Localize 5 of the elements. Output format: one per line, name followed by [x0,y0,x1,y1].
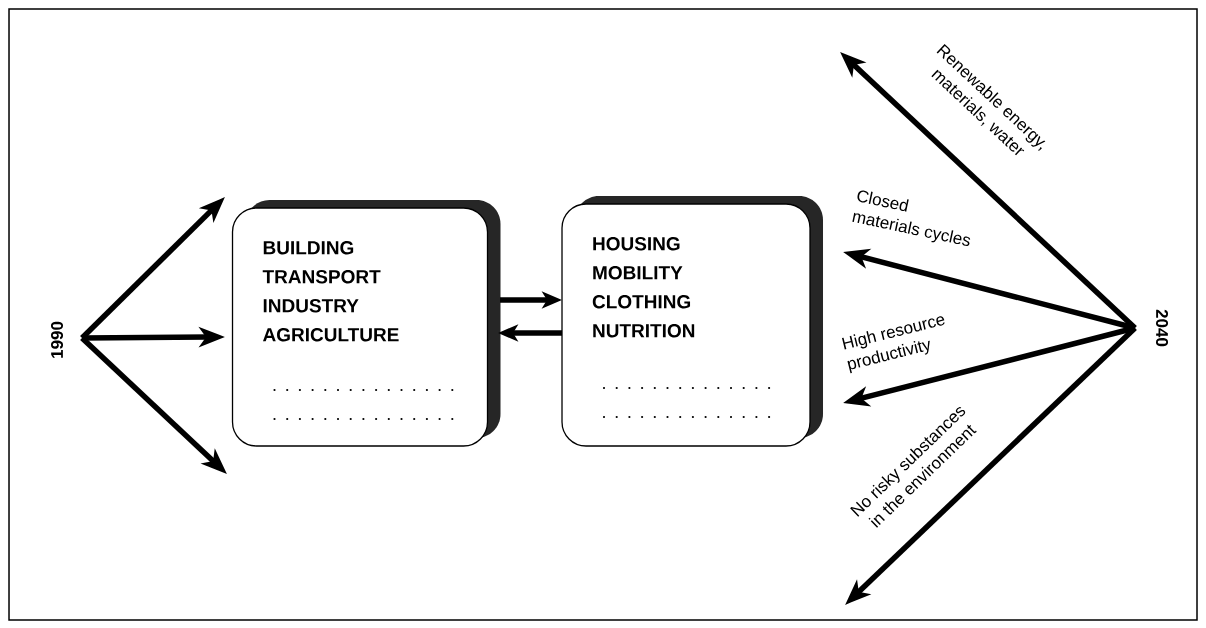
sector-box: HOUSING MOBILITY CLOTHING NUTRITION [561,196,823,447]
year-label: 2040 [1156,309,1169,347]
sector-box: BUILDING TRANSPORT INDUSTRY AGRICULTURE [231,200,501,447]
edge-label: Closed materials cycles [852,190,971,246]
year-label: 1990 [51,321,64,358]
